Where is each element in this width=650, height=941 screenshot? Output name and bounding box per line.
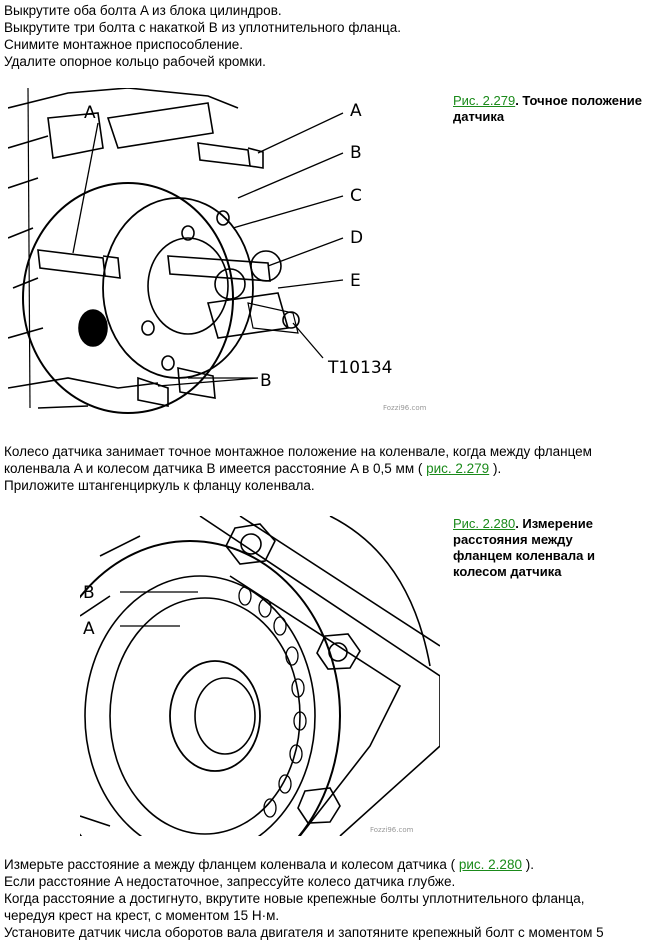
paragraph-line: Приложите штангенциркуль к фланцу коленв… — [4, 478, 315, 493]
figure-2-280-caption: Рис. 2.280. Измерение расстояния между ф… — [453, 516, 633, 580]
paragraph-line: коленвала A и колесом датчика B имеется … — [4, 460, 644, 477]
paragraph-line: Колесо датчика занимает точное монтажное… — [4, 444, 592, 459]
figure-label-c: C — [350, 186, 362, 206]
figure-2-279-caption-text: . Точное положение датчика — [453, 93, 643, 124]
intro-line: Снимите монтажное приспособление. — [4, 37, 243, 52]
figure-2-279-caption: Рис. 2.279. Точное положение датчика — [453, 93, 643, 125]
figure-label-b: B — [350, 143, 362, 163]
figure-label-e: E — [350, 271, 361, 291]
figure-2-279-link[interactable]: Рис. 2.279 — [453, 93, 516, 108]
intro-line: Удалите опорное кольцо рабочей кромки. — [4, 54, 266, 69]
intro-instructions: Выкрутите оба болта A из блока цилиндров… — [4, 2, 644, 70]
figure-label-a: A — [83, 619, 95, 639]
figure-label-a-top: A — [84, 103, 96, 123]
intro-line: Выкрутите оба болта A из блока цилиндров… — [4, 3, 282, 18]
watermark: Fozzi96.com — [370, 826, 414, 834]
figure-label-b-bottom: B — [260, 371, 272, 391]
figure-2-280-link[interactable]: Рис. 2.280 — [453, 516, 516, 531]
paragraph-text: ). — [489, 461, 502, 476]
figure-label-a: A — [350, 101, 362, 121]
intro-line: Выкрутите три болта с накаткой B из упло… — [4, 20, 401, 35]
paragraph-sensor-position: Колесо датчика занимает точное монтажное… — [4, 443, 644, 494]
paragraph-line: Если расстояние A недостаточное, запресс… — [4, 874, 456, 889]
paragraph-text: коленвала A и колесом датчика B имеется … — [4, 461, 427, 476]
figure-label-d: D — [350, 228, 363, 248]
figure-2-280-illustration: Fozzi96.com — [80, 516, 440, 836]
figure-2-279-ref-link[interactable]: рис. 2.279 — [426, 461, 490, 476]
paragraph-line: чередуя крест на крест, с моментом 15 Н·… — [4, 908, 280, 923]
figure-2-280-caption-text: . Измерение расстояния между фланцем кол… — [453, 516, 595, 579]
figure-label-b: B — [83, 583, 95, 603]
paragraph-text: Измерьте расстояние a между фланцем коле… — [4, 857, 459, 872]
paragraph-line: Установите датчик числа оборотов вала дв… — [4, 925, 604, 940]
figure-2-280-ref-link[interactable]: рис. 2.280 — [458, 857, 522, 872]
figure-2-279-illustration: A A B C D E T10134 B Fozzi96.com — [8, 88, 427, 414]
figure-label-tool: T10134 — [327, 358, 392, 378]
paragraph-measurement: Измерьте расстояние a между фланцем коле… — [4, 856, 644, 941]
paragraph-text: ). — [521, 857, 534, 872]
figure-2-280-labels: B A — [83, 583, 95, 639]
watermark: Fozzi96.com — [383, 404, 427, 412]
paragraph-line: Измерьте расстояние a между фланцем коле… — [4, 856, 644, 873]
paragraph-line: Когда расстояние a достигнуто, вкрутите … — [4, 891, 585, 906]
